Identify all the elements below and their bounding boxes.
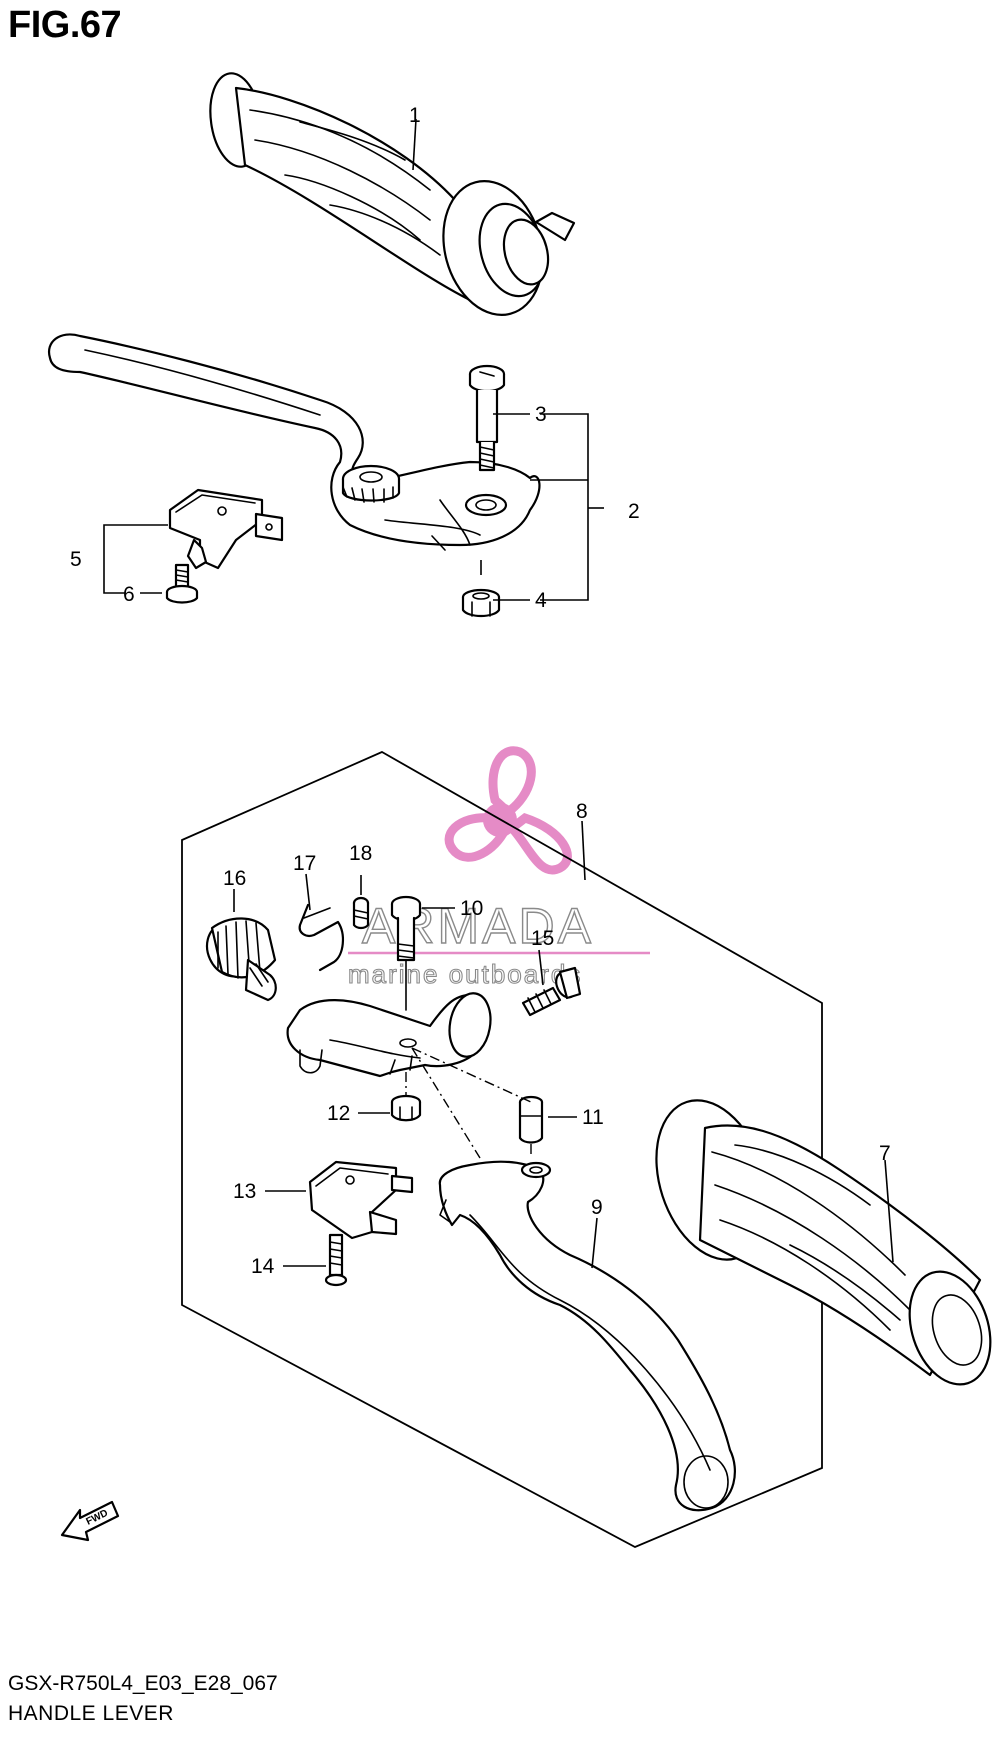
left-handlebar-grip[interactable] [205, 70, 576, 326]
diagram-name: HANDLE LEVER [8, 1702, 174, 1725]
callout-4: 4 [535, 589, 547, 612]
right-throttle-grip[interactable] [637, 1086, 1000, 1395]
callout-12: 12 [327, 1102, 350, 1125]
brake-lever-pivot-bolt[interactable] [390, 895, 422, 1011]
callout-18: 18 [349, 842, 372, 865]
callout-16: 16 [223, 867, 246, 890]
brake-lever-adjust-screw[interactable] [521, 966, 582, 1017]
propeller-logo [444, 746, 572, 875]
top-group-leaders [103, 118, 604, 601]
callout-7: 7 [879, 1142, 891, 1165]
lever-spring-pin[interactable] [352, 896, 370, 930]
callout-13: 13 [233, 1180, 256, 1203]
clutch-switch[interactable] [168, 488, 284, 570]
callout-17: 17 [293, 852, 316, 875]
callout-1: 1 [409, 104, 421, 127]
figure-title: FIG.67 [8, 4, 122, 46]
callout-2: 2 [628, 500, 640, 523]
fwd-arrow: FWD [60, 1500, 120, 1542]
lever-pivot-bolt[interactable] [468, 364, 506, 472]
lever-spring[interactable] [298, 903, 344, 972]
watermark-tagline: marine outboards [348, 959, 582, 989]
callout-10: 10 [460, 897, 483, 920]
clutch-lever-assembly[interactable] [47, 333, 541, 551]
diagram-code: GSX-R750L4_E03_E28_067 [8, 1672, 278, 1695]
callout-14: 14 [251, 1255, 275, 1278]
brake-lever-pivot-nut[interactable] [390, 1094, 422, 1122]
brake-lever-holder[interactable] [286, 990, 496, 1078]
bottom-group-leaders [233, 820, 894, 1269]
callout-5: 5 [70, 548, 82, 571]
brake-switch-screw[interactable] [324, 1233, 348, 1287]
callout-8: 8 [576, 800, 588, 823]
front-brake-switch[interactable] [308, 1160, 414, 1240]
callout-6: 6 [123, 583, 135, 606]
callout-numbers: 1 2 3 4 5 6 7 8 9 10 11 12 13 14 15 16 1… [70, 104, 891, 1278]
callout-11: 11 [582, 1106, 604, 1129]
clutch-switch-screw[interactable] [165, 563, 199, 604]
watermark: ARMADA marine outboards [347, 746, 650, 990]
lever-adjuster-knob[interactable] [199, 916, 277, 1002]
assembly-lines [405, 1047, 532, 1159]
callout-3: 3 [535, 403, 547, 426]
callout-15: 15 [531, 927, 554, 950]
brake-lever-assembly-frame[interactable] [181, 750, 823, 1548]
callout-9: 9 [591, 1196, 603, 1219]
lever-pivot-nut[interactable] [461, 588, 501, 618]
brake-lever[interactable] [438, 1160, 736, 1512]
brake-lever-bushing[interactable] [518, 1095, 544, 1144]
